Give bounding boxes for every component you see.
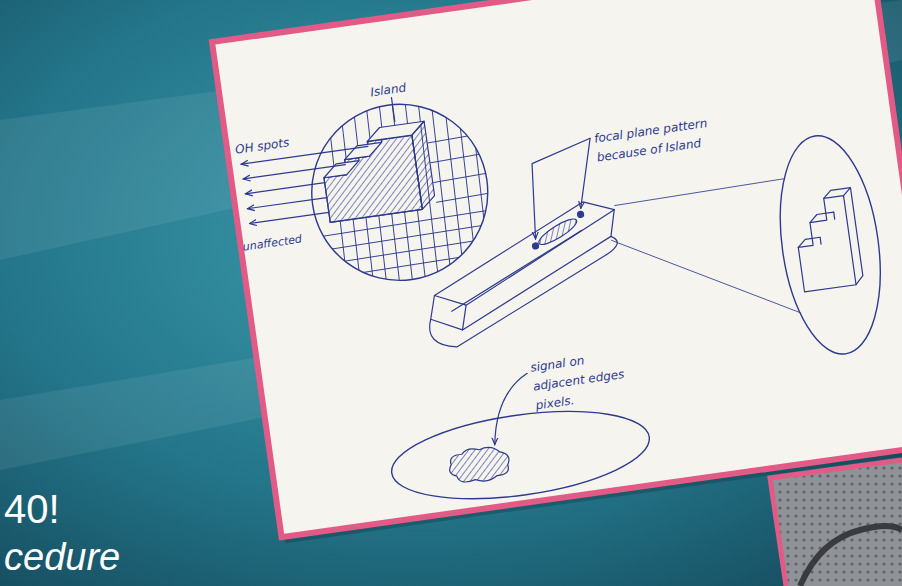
sketch-note: OH spots bbox=[234, 135, 290, 156]
focal-plane-shape bbox=[443, 230, 590, 311]
ink-sketch bbox=[235, 33, 902, 527]
part-label: Island bbox=[370, 81, 407, 100]
focal-plane-shape bbox=[415, 198, 630, 351]
leader-line bbox=[391, 98, 394, 122]
island-block bbox=[322, 161, 360, 178]
island-block bbox=[410, 121, 436, 209]
slide-heading: 40! bbox=[4, 487, 60, 531]
card-frame bbox=[212, 0, 902, 537]
photo-inset bbox=[800, 526, 902, 586]
stepped-block bbox=[791, 188, 864, 292]
part-label-box: Island bbox=[369, 77, 407, 101]
stepped-block bbox=[791, 188, 864, 292]
detector-ellipse bbox=[386, 397, 655, 512]
slide-subtitle-box: cedure bbox=[4, 536, 120, 580]
focal-plane-shape bbox=[420, 236, 628, 351]
sketch-note: signal on adjacent edges pixels. bbox=[529, 353, 625, 412]
sketch-note-box: OH spots bbox=[234, 131, 291, 157]
leader-line bbox=[523, 138, 603, 239]
signal-blob bbox=[447, 444, 511, 486]
oh-arrows bbox=[245, 183, 324, 194]
leader-line bbox=[486, 373, 537, 444]
oh-arrows bbox=[243, 165, 345, 179]
focal-plane-shape bbox=[532, 243, 539, 250]
sketch-note-box: signal on adjacent edges pixels. bbox=[529, 342, 646, 414]
zoom-line bbox=[611, 216, 800, 338]
sketch-note-box: unaffected bbox=[241, 228, 303, 255]
focal-plane-shape bbox=[428, 291, 470, 334]
sketch-note: unaffected bbox=[242, 232, 303, 253]
card-text-layer: OH spots Island unaffected focal plane patt… bbox=[212, 0, 902, 537]
zoom-ellipse bbox=[767, 129, 893, 360]
sample-circle bbox=[300, 93, 499, 292]
photo-inset bbox=[770, 460, 902, 586]
slide-subtitle: cedure bbox=[4, 536, 120, 578]
photo-inset bbox=[770, 460, 902, 586]
sketch-note: focal plane pattern because of Island bbox=[593, 116, 708, 165]
island-block bbox=[318, 121, 436, 222]
photo-inset bbox=[770, 460, 902, 586]
sketch-card bbox=[212, 0, 902, 537]
sketch-note-box: focal plane pattern because of Island bbox=[593, 109, 732, 165]
stepped-block bbox=[817, 212, 838, 244]
focal-plane-shape bbox=[449, 210, 628, 330]
focal-plane-shape bbox=[577, 211, 584, 218]
pixel-grid bbox=[299, 133, 504, 280]
oh-arrows bbox=[248, 198, 327, 209]
oh-arrows bbox=[250, 212, 329, 223]
island-block bbox=[343, 142, 383, 159]
pixel-grid bbox=[292, 85, 507, 305]
zoom-line bbox=[614, 179, 785, 206]
leader-line bbox=[571, 138, 599, 208]
island-block bbox=[320, 135, 423, 222]
island-block bbox=[320, 135, 423, 222]
focal-plane-shape bbox=[536, 215, 580, 248]
slide-heading-box: 40! bbox=[4, 486, 60, 532]
focal-plane-shape bbox=[424, 198, 624, 310]
island-block bbox=[356, 139, 383, 160]
oh-arrows bbox=[241, 146, 376, 223]
